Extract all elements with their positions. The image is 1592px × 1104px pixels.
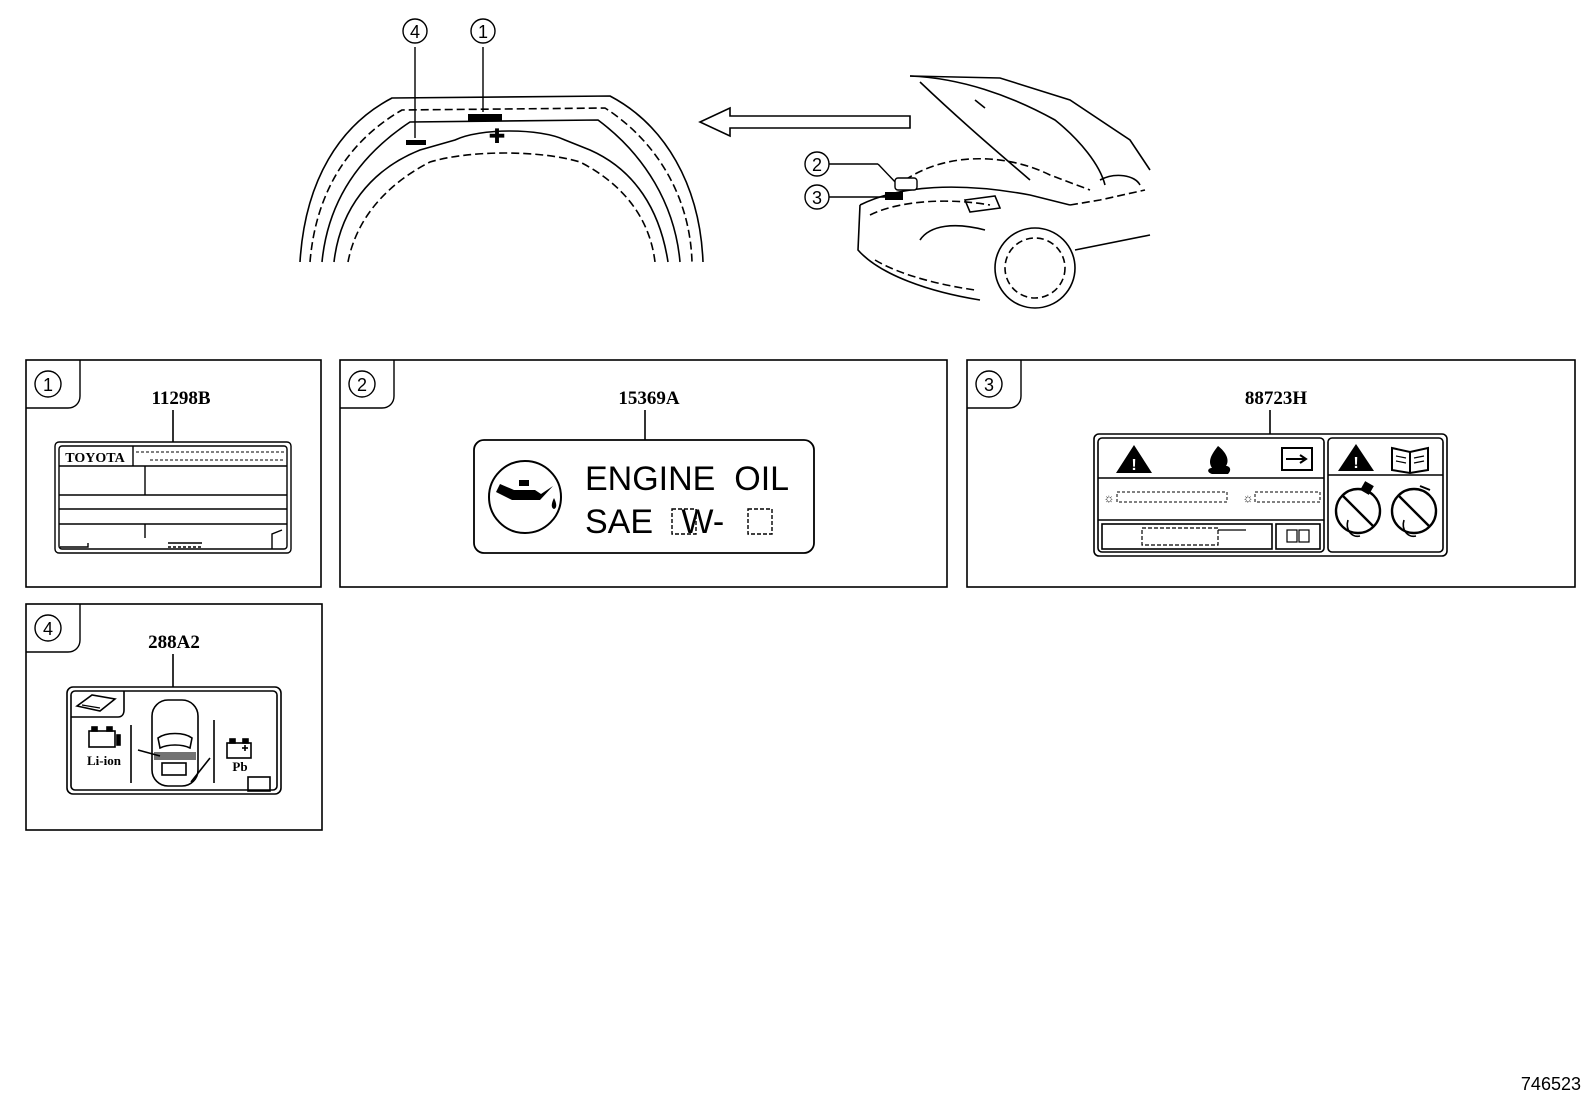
sticker-brand: TOYOTA — [65, 451, 125, 466]
sun-icon-left: ☼ — [1104, 491, 1115, 505]
manual-book-icon-4 — [75, 694, 117, 712]
manual-book-icon — [1391, 446, 1429, 475]
sae-blank-2 — [747, 508, 773, 535]
label-1-location-mark — [468, 114, 502, 121]
sticker-11298B — [54, 441, 292, 554]
sae-label: SAE W- — [585, 503, 724, 541]
panel-3-part-number: 88723H — [1245, 388, 1308, 409]
panel-1-number: 1 — [43, 375, 53, 395]
svg-text:4: 4 — [410, 22, 420, 42]
battery-left-label: Li-ion — [87, 753, 122, 768]
panel-label-3: 3 88723H ! ☼ ☼ ! — [966, 359, 1576, 588]
svg-text:1: 1 — [478, 22, 488, 42]
callout-4-top: 4 — [402, 18, 428, 138]
panel-4-part-number: 288A2 — [148, 632, 200, 653]
sticker-88723H — [1093, 433, 1448, 557]
view-direction-arrow — [698, 106, 911, 138]
no-phone-icon-1 — [1334, 481, 1382, 538]
panel-label-1: 1 11298B TOYOTA — [25, 359, 322, 588]
warning-triangle-icon-2 — [1338, 444, 1374, 471]
battery-icon-li-ion — [88, 726, 121, 748]
vehicle-open-hood-view — [857, 75, 1151, 309]
battery-location-hatch — [154, 752, 196, 760]
no-phone-icon-2 — [1390, 485, 1438, 538]
panel-label-4: 4 288A2 Li-ion — [25, 603, 323, 831]
svg-text:!: ! — [1131, 457, 1136, 474]
panel-4-number: 4 — [43, 619, 53, 639]
svg-text:2: 2 — [812, 155, 822, 175]
battery-icon-pb — [226, 738, 252, 759]
warning-triangle-icon — [1116, 445, 1152, 473]
flame-icon — [1208, 446, 1231, 474]
sae-blank-1 — [671, 508, 697, 535]
sticker-15369A — [473, 439, 815, 554]
callout-3-car: 3 — [804, 184, 903, 210]
engine-oil-label: ENGINE OIL — [585, 460, 789, 498]
hood-plus-mark: ✚ — [489, 126, 506, 148]
manual-wrench-icon — [1281, 447, 1313, 471]
sticker-288A2 — [66, 686, 282, 795]
hood-underside-view — [299, 95, 704, 263]
figure-id: 746523 — [1521, 1074, 1581, 1094]
label-4-location-mark — [406, 140, 426, 145]
panel-2-part-number: 15369A — [618, 388, 680, 409]
callout-1-top: 1 — [470, 18, 496, 112]
svg-text:3: 3 — [812, 188, 822, 208]
panel-label-2: 2 15369A ENGINE OIL SAE W- — [339, 359, 948, 588]
callout-2-car: 2 — [804, 151, 918, 191]
battery-right-label: Pb — [232, 759, 247, 774]
panel-1-part-number: 11298B — [151, 388, 210, 409]
panel-3-number: 3 — [984, 375, 994, 395]
svg-text:!: ! — [1353, 455, 1358, 472]
oil-can-icon — [488, 460, 562, 534]
sun-icon-right: ☼ — [1243, 491, 1254, 505]
panel-2-number: 2 — [357, 375, 367, 395]
